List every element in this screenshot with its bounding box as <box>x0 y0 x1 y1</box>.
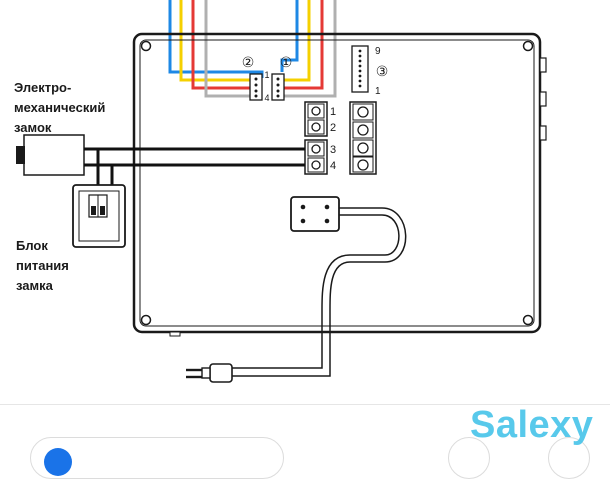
label-strip-9: 9 <box>375 46 381 57</box>
power-label-line-3: замка <box>16 278 53 293</box>
wiring-diagram: ② ① 1 4 9 ③ 1 1 2 3 4 <box>16 0 547 383</box>
label-terminal-4: 4 <box>330 160 336 172</box>
label-circle-3: ③ <box>376 64 389 80</box>
intercom-panel <box>132 32 547 337</box>
power-plug <box>186 363 233 383</box>
side-tab-2 <box>539 91 547 107</box>
label-strip-1: 1 <box>375 86 381 97</box>
lock-wires <box>84 147 305 186</box>
screw-top-right <box>522 40 534 52</box>
screw-bottom-right <box>522 314 534 326</box>
terminal-block-right <box>349 101 377 175</box>
label-terminal-2: 2 <box>330 122 336 134</box>
screw-bottom-left <box>140 314 152 326</box>
lock-label-line-2: механический <box>14 100 106 115</box>
label-terminal-1: 1 <box>330 106 336 118</box>
label-circle-2: ② <box>242 55 255 71</box>
label-circle-1: ① <box>280 55 293 71</box>
panel-inner <box>139 39 535 327</box>
wire-red-right <box>284 0 324 90</box>
bottom-tab <box>169 331 181 337</box>
lock-label-line-3: замок <box>14 120 52 135</box>
terminal-block-3-4: 3 4 <box>304 139 336 175</box>
side-tab-3 <box>539 125 547 141</box>
connector-1 <box>271 73 285 101</box>
wire-gray-left <box>204 0 250 98</box>
pin-strip-9: 9 ③ 1 <box>351 45 389 97</box>
panel-outer <box>132 32 542 334</box>
label-terminal-3: 3 <box>330 144 336 156</box>
footer-divider <box>0 404 610 405</box>
label-pin-1: 1 <box>264 70 269 80</box>
screw-top-left <box>140 40 152 52</box>
lock-label: Электро- механический замок <box>14 78 105 138</box>
electromechanical-lock <box>16 134 85 176</box>
terminal-block-1-2: 1 2 <box>304 101 336 137</box>
pin-connectors: ② ① 1 4 <box>242 55 293 103</box>
connector-2 <box>249 73 263 101</box>
wire-blue-right <box>280 0 299 72</box>
power-label-line-1: Блок <box>16 238 48 253</box>
power-socket <box>290 196 340 232</box>
lock-power-supply <box>72 184 126 248</box>
power-cable <box>232 207 407 377</box>
side-tab-1 <box>539 57 547 73</box>
power-supply-label: Блок питания замка <box>16 236 69 296</box>
salexy-watermark: Salexy <box>470 404 594 446</box>
wire-gray-right <box>284 0 337 98</box>
strip-body <box>351 45 369 93</box>
google-lens-icon[interactable] <box>44 448 72 476</box>
lock-label-line-1: Электро- <box>14 80 72 95</box>
wire-yellow-right <box>284 0 311 82</box>
label-pin-4: 4 <box>264 93 269 103</box>
power-label-line-2: питания <box>16 258 69 273</box>
